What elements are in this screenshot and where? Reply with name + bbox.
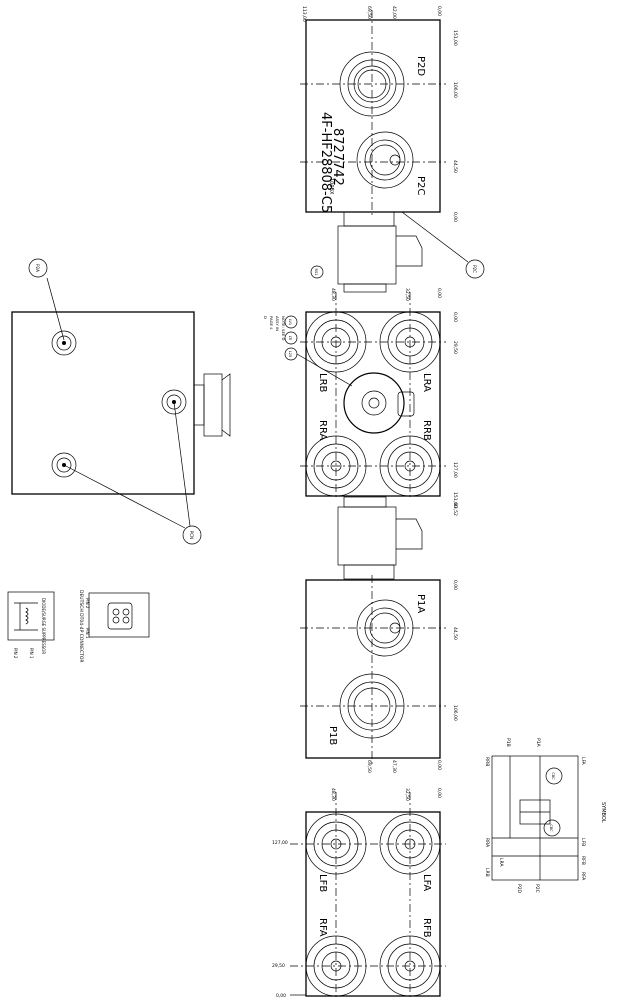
dim-b1-151: 151,00 xyxy=(452,30,458,46)
note-line-2: ASSY IN xyxy=(275,316,280,331)
dim-b2-top-4830: 48,30 xyxy=(330,288,336,301)
symbol-bottom-rfb: RFB xyxy=(580,856,586,865)
tag-lti: LTI xyxy=(288,336,292,341)
symbol-bottom-lfb: LFB xyxy=(580,838,586,846)
symbol-bottom-rfa: RFA xyxy=(580,872,586,881)
dim-b1-top-11300: 113,00 xyxy=(301,6,307,22)
side-view-block: P2A PCN xyxy=(11,258,231,545)
symbol-mark-1: CBC xyxy=(551,772,555,780)
solenoid-middle: 83,52 xyxy=(337,496,458,580)
tag-l25: L25 xyxy=(288,351,292,357)
bubble-pcn: PCN xyxy=(189,531,194,539)
tag-lv1: LV1 xyxy=(288,319,292,325)
port-rfa: RFA xyxy=(317,918,328,937)
dim-b1-106: 106,00 xyxy=(452,82,458,98)
dim-b1-4450: 44,50 xyxy=(452,160,458,173)
port-lfb: LFB xyxy=(317,874,328,892)
port-p2c: P2C xyxy=(415,176,426,195)
symbol-p2c: P2C xyxy=(534,884,540,893)
dim-b2-top-000: 0,00 xyxy=(436,288,442,298)
port-p1b: P1B xyxy=(327,726,338,745)
port-p2d: P2D xyxy=(415,56,426,76)
port-p1a: P1A xyxy=(415,594,426,613)
symbol-top-lfa: LFA xyxy=(580,757,586,766)
dim-b2-000: 0,00 xyxy=(452,312,458,322)
port-lra: LRA xyxy=(421,373,432,392)
symbol-bottom-lra: LRA xyxy=(498,858,504,867)
dim-b3-bot-6950: 69,50 xyxy=(366,760,372,773)
note-line-4: D xyxy=(263,316,268,319)
dim-b3-bot-4730: 47,30 xyxy=(391,760,397,773)
dim-b2-top-3250: 32,50 xyxy=(404,288,410,301)
connector-title: DEUTSCH DT04-4P CONNECTOR xyxy=(78,590,84,663)
dim-b1-000: 0,00 xyxy=(452,212,458,222)
bubble-p2a: P2A xyxy=(35,264,40,272)
part-number: 8727742 xyxy=(330,128,345,186)
dim-b1-top-6950: 69,50 xyxy=(366,6,372,19)
coil-title: DIODE/SURGE SUPPRESSOR xyxy=(41,598,46,654)
dim-b4-000: 0,00 xyxy=(276,993,286,999)
note-line-3: PAGE 4 xyxy=(269,316,274,330)
valve-block-p1: P1A P1B 0,00 44,50 106,00 69,50 47,30 0,… xyxy=(300,575,458,773)
symbol-bottom-lrb: LRB xyxy=(484,868,490,877)
part-code-small: 100BX xyxy=(328,178,334,195)
dim-b3-4450: 44,50 xyxy=(452,627,458,640)
port-lfa: LFA xyxy=(421,874,432,891)
bubble-p2c: P2C xyxy=(472,265,477,273)
dim-8352: 83,52 xyxy=(452,503,458,516)
dim-b3-000: 0,00 xyxy=(452,580,458,590)
coil-pin2: PIN 2 xyxy=(13,648,18,659)
dim-b2-151: 151,00 xyxy=(452,492,458,508)
symbol-label: SYMBOL xyxy=(600,802,606,823)
dim-b4-top-000: 0,00 xyxy=(436,788,442,798)
coil-schematic: DIODE/SURGE SUPPRESSOR PIN 1 PIN 2 xyxy=(7,591,55,659)
dim-b1-top-000: 0,00 xyxy=(436,6,442,16)
symbol-mark-2: CBC xyxy=(549,824,553,832)
coil-pin1: PIN 1 xyxy=(29,648,34,659)
dim-b4-top-4830: 48,30 xyxy=(330,788,336,801)
connector-pin1: PIN 1 xyxy=(85,628,90,639)
dim-b4-top-3250: 32,50 xyxy=(404,788,410,801)
connector-pin2: PIN 2 xyxy=(85,598,90,609)
dim-b4-2950: 29,50 xyxy=(272,963,285,969)
dim-b4-127: 127,00 xyxy=(272,840,288,846)
dim-b2-127: 127,00 xyxy=(452,462,458,478)
connector-detail: DEUTSCH DT04-4P CONNECTOR PIN 1 PIN 2 xyxy=(78,590,150,663)
hydraulic-symbol: CBC CBC SYMBOL RRB P1B P1A LFA LRB LRA R… xyxy=(484,738,606,894)
dim-b2-2950: 29,50 xyxy=(452,341,458,354)
port-rfb: RFB xyxy=(421,918,432,938)
port-rrb: RRB xyxy=(421,420,432,441)
dim-b3-106: 106,00 xyxy=(452,705,458,721)
port-rra: RRA xyxy=(317,420,328,440)
symbol-bottom-rra: RRA xyxy=(484,838,490,848)
valve-block-rear: LRB LRA RRA RRB 0,00 29,50 127,00 151,00… xyxy=(263,265,458,508)
valve-block-front: LFB LFA RFA RFB 127,00 29,50 0,00 48,30 … xyxy=(272,788,446,1000)
symbol-p2d: P2D xyxy=(516,884,522,894)
note-line-1: NOTE: SEE D xyxy=(281,316,286,340)
valve-block-p2: P2D P2C 4F-HF28808-C5 100BX 8727742 0,00… xyxy=(300,6,458,222)
symbol-top-p1a: P1A xyxy=(535,738,541,748)
solenoid-upper: P2C xyxy=(337,211,485,293)
port-lrb: LRB xyxy=(317,373,328,393)
dim-b1-top-4200: 42,00 xyxy=(391,6,397,19)
symbol-top-rrb: RRB xyxy=(484,757,490,766)
tag-rs1: RS1 xyxy=(314,269,318,276)
dim-b3-bot-000: 0,00 xyxy=(436,760,442,770)
part-code: 4F-HF28808-C5 xyxy=(318,112,333,213)
symbol-top-p1b: P1B xyxy=(505,738,511,747)
